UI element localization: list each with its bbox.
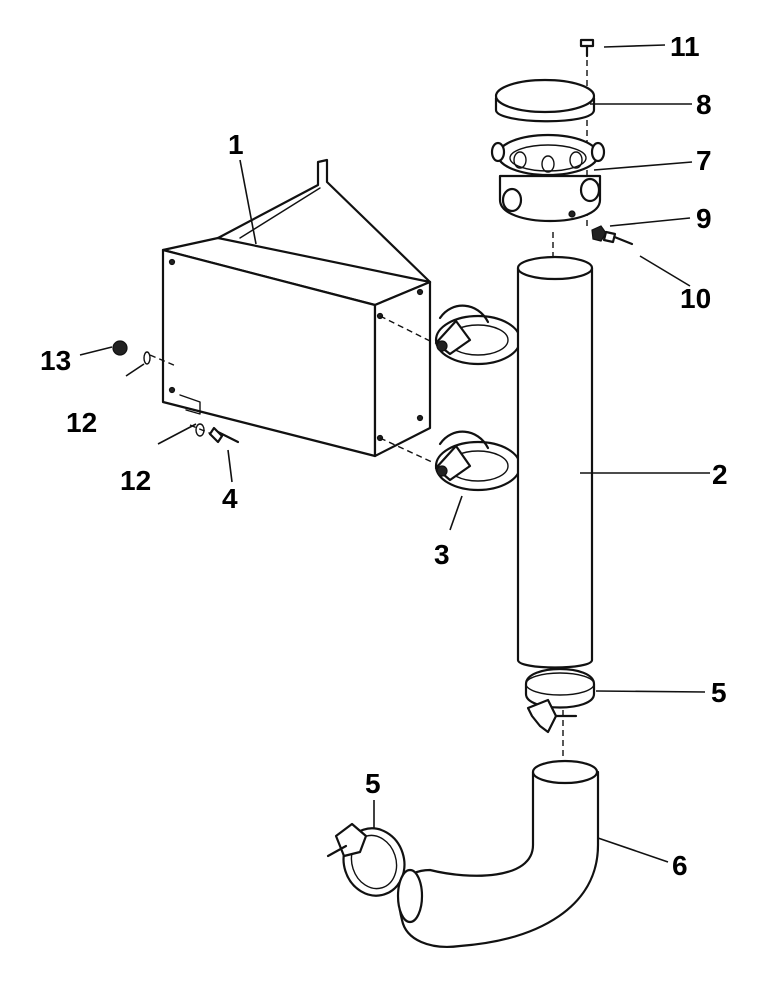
part-3-upper-clamp	[434, 304, 522, 366]
part-13-nut	[112, 340, 128, 356]
callout-10: 10	[680, 283, 711, 314]
part-5-lower-hose-clamp	[326, 822, 406, 897]
part-6-elbow-hose	[396, 759, 600, 948]
callout-labels: 1 2 3 4 5 5 6 7 8 9 10 11 12 12 13	[40, 31, 728, 881]
callout-11: 11	[670, 31, 700, 62]
callout-7: 7	[696, 145, 712, 176]
part-8-cover	[494, 78, 596, 123]
callout-13: 13	[40, 345, 71, 376]
callout-3: 3	[434, 539, 450, 570]
part-12-upper-washer	[143, 351, 151, 365]
part-1-housing	[161, 158, 432, 458]
part-12-lower-washer	[195, 423, 205, 437]
callout-5-lower: 5	[365, 768, 381, 799]
callout-12-upper: 12	[66, 407, 97, 438]
part-4-bolt	[208, 426, 240, 444]
callout-2: 2	[712, 459, 728, 490]
part-10-bolt	[602, 230, 634, 246]
callout-8: 8	[696, 89, 712, 120]
part-3-lower-clamp	[434, 430, 522, 492]
callout-9: 9	[696, 203, 712, 234]
callout-12-lower: 12	[120, 465, 151, 496]
part-2-pipe	[516, 255, 594, 669]
part-7-junction-fitting	[490, 133, 606, 222]
callout-5-upper: 5	[711, 677, 727, 708]
part-9-nut	[591, 225, 607, 242]
callout-4: 4	[222, 483, 238, 514]
part-5-upper-hose-clamp	[524, 668, 596, 734]
callout-6: 6	[672, 850, 688, 881]
part-11-screw	[579, 38, 595, 58]
leader-lines	[79, 44, 710, 863]
callout-1: 1	[228, 129, 244, 160]
